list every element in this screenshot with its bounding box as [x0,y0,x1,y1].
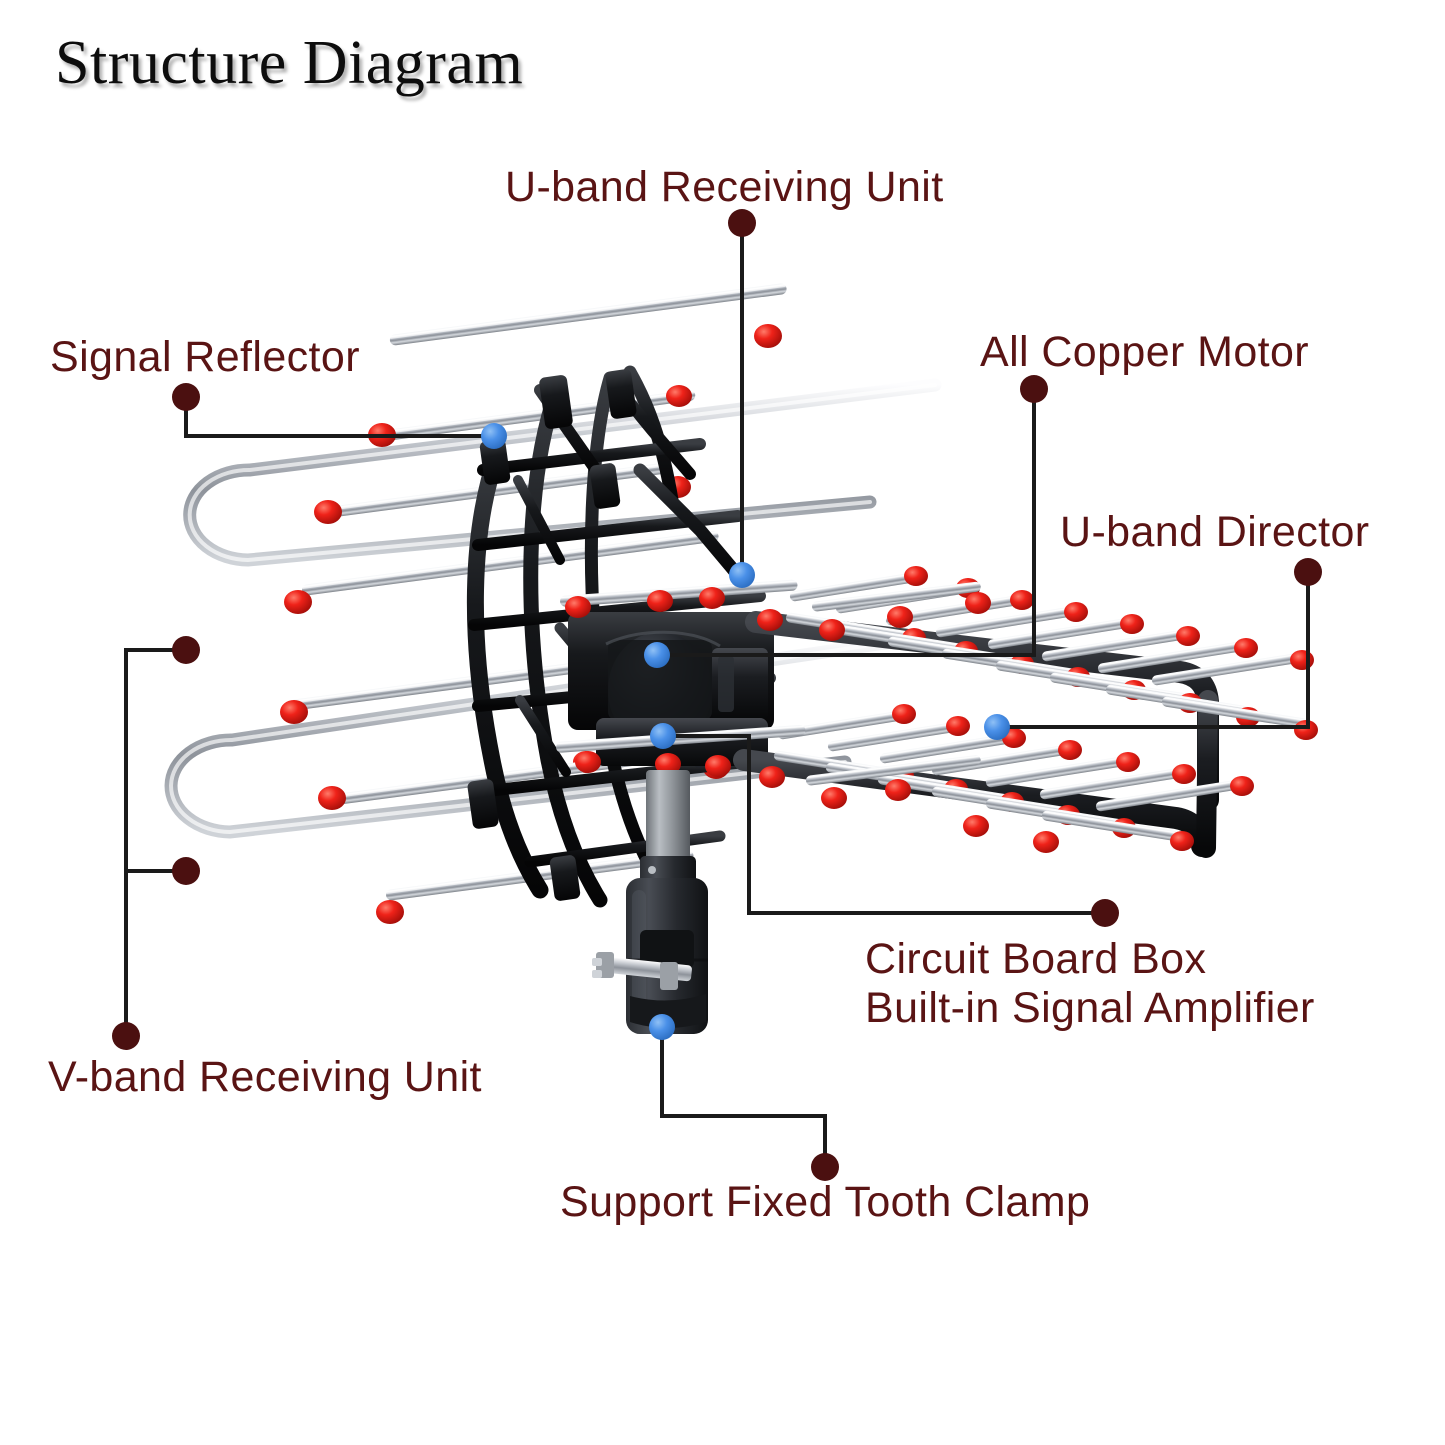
page-title: Structure Diagram [55,29,524,97]
u-band-director-array [733,566,1318,858]
anchor-dot-v-band-upper [172,636,200,664]
support-fixed-tooth-clamp [592,878,708,1034]
anchor-dots [112,209,1322,1181]
target-dots [481,423,1010,1040]
antenna-illustration [164,283,1318,1034]
label-signal-reflector: Signal Reflector [50,333,360,381]
target-dot-u-band-receiving-unit [729,562,755,588]
leader-circuit-board-box [663,734,1105,915]
target-dot-all-copper-motor [644,642,670,668]
anchor-dot-support-fixed-tooth-clamp [811,1153,839,1181]
signal-reflector-loops [164,378,942,839]
anchor-dot-v-band-receiving-unit [112,1022,140,1050]
label-circuit-board-box: Circuit Board Box Built-in Signal Amplif… [865,935,1315,1034]
target-dot-signal-reflector [481,423,507,449]
u-band-receiving-unit [556,579,1059,853]
target-dot-circuit-board-box [650,723,676,749]
label-u-band-director: U-band Director [1060,508,1370,556]
label-v-band-receiving-unit: V-band Receiving Unit [48,1053,482,1101]
anchor-dot-circuit-board-box [1091,899,1119,927]
mast-pole [640,770,696,886]
target-dot-support-fixed-tooth-clamp [649,1014,675,1040]
anchor-dot-v-band-lower [172,857,200,885]
leader-v-band-receiving-unit [124,648,186,1036]
anchor-dot-u-band-director [1294,558,1322,586]
label-circuit-board-box-line1: Circuit Board Box [865,935,1207,983]
leader-u-band-director [997,572,1310,729]
target-dot-u-band-director [984,714,1010,740]
label-circuit-board-box-line2: Built-in Signal Amplifier [865,984,1315,1033]
leader-all-copper-motor [657,389,1036,657]
antenna-frame-cage [466,365,776,908]
label-all-copper-motor: All Copper Motor [980,328,1310,376]
leader-support-fixed-tooth-clamp [660,1027,827,1167]
label-u-band-receiving-unit: U-band Receiving Unit [505,163,944,211]
anchor-dot-u-band-receiving-unit [728,209,756,237]
anchor-dot-all-copper-motor [1020,375,1048,403]
label-support-fixed-tooth-clamp: Support Fixed Tooth Clamp [560,1178,1091,1226]
anchor-dot-signal-reflector [172,383,200,411]
